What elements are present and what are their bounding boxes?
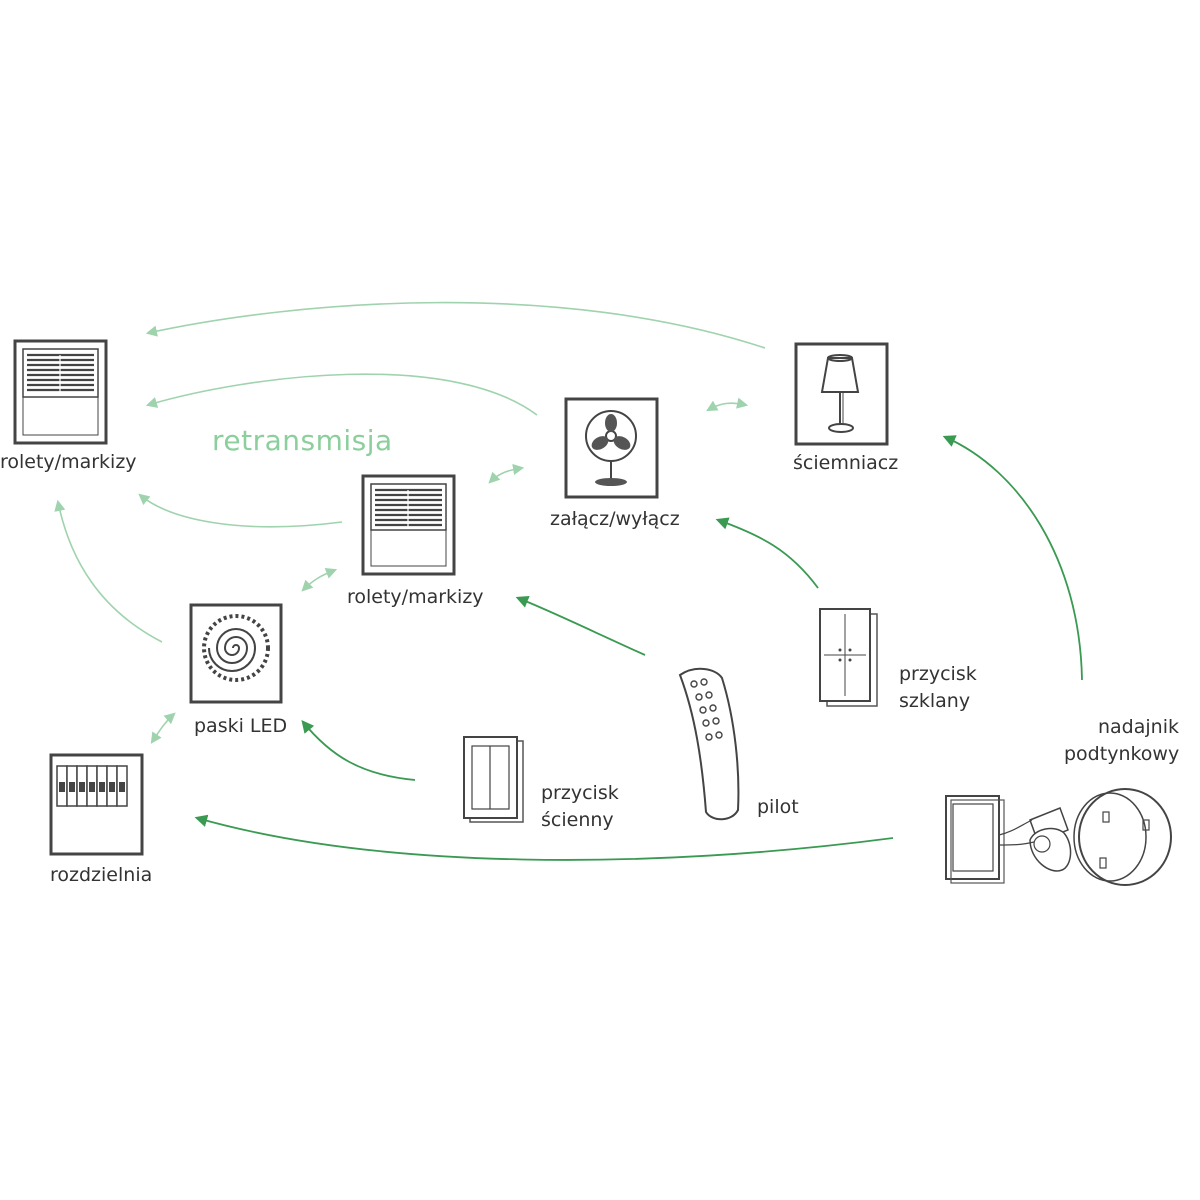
blinds-center-label: rolety/markizy [347,586,484,608]
roller-blind-icon [22,348,99,436]
remote-label: pilot [757,796,799,818]
led-strips-label: paski LED [194,715,288,737]
wall-switch-icon [463,736,524,823]
switch-onoff-label: załącz/wyłącz [550,508,680,530]
fan-icon [585,410,637,486]
link-wall-button-to-led [301,720,416,781]
switch-onoff-device [564,397,659,499]
led-spiral-icon [202,614,270,682]
transmitter-label-line1: nadajnik [1098,716,1179,738]
link-blinds-switch-bidirectional [488,463,525,484]
glass-button-device [819,608,878,707]
retransmission-links [54,301,766,744]
distribution-board-device [49,753,144,856]
dimmer-device [794,342,889,446]
blinds-center-device [361,474,456,576]
link-switch-dimmer-bidirectional [706,397,749,412]
flush-transmitter-icon [945,788,1172,886]
wall-button-label-line2: ścienny [541,809,614,831]
link-dimmer-to-blinds-left-top [145,301,766,349]
blinds-left-device [13,339,108,445]
roller-blind-icon [370,483,447,567]
blinds-left-label: rolety/markizy [0,451,137,473]
flush-transmitter-device [945,788,1172,886]
dimmer-label: ściemniacz [793,452,899,474]
lamp-icon [820,354,860,433]
link-transmitter-to-dimmer [942,435,1083,681]
glass-button-label-line2: szklany [899,690,971,712]
link-remote-to-blinds-center [515,595,646,656]
link-glass-button-to-switch [715,517,819,589]
wall-button-label-line1: przycisk [541,782,619,804]
retransmission-label: retransmisja [212,424,393,457]
glass-switch-icon [819,608,878,707]
distribution-board-label: rozdzielnia [50,864,153,886]
link-switch-to-blinds-left [145,373,538,416]
glass-button-label-line1: przycisk [899,663,977,685]
link-board-led-bidirectional [150,712,176,744]
link-led-to-blinds-left [54,499,163,643]
remote-control-icon [678,667,740,821]
link-led-blinds-bidirectional [301,567,338,592]
circuit-breaker-icon [56,765,128,807]
led-strips-device [189,603,283,704]
control-links [194,435,1083,861]
wall-button-device [463,736,524,823]
transmitter-label-line2: podtynkowy [1064,743,1180,765]
link-blinds-center-to-blinds-left [138,493,343,528]
remote-device [678,667,740,821]
link-transmitter-to-board [194,814,894,861]
